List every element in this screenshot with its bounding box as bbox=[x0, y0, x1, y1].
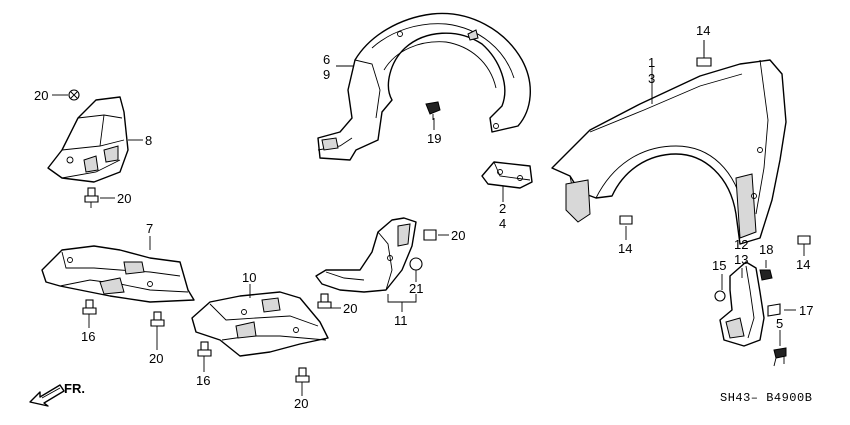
bolt-20-under-10 bbox=[295, 367, 310, 383]
part-7-splash-shield bbox=[41, 245, 195, 303]
callout-5: 5 bbox=[776, 316, 783, 331]
screw-5 bbox=[773, 347, 787, 367]
bolt-14-right bbox=[797, 235, 811, 245]
callout-11: 11 bbox=[394, 313, 408, 328]
bolt-14-mid bbox=[619, 215, 633, 225]
callout-1: 1 bbox=[648, 55, 655, 70]
callout-8: 8 bbox=[145, 133, 152, 148]
part-8-bracket bbox=[47, 96, 129, 183]
bolt-16-left bbox=[82, 299, 97, 315]
part-6-9-fender-liner bbox=[317, 12, 531, 161]
clip-19 bbox=[425, 101, 441, 120]
part-11-bracket bbox=[315, 217, 417, 293]
callout-13: 13 bbox=[734, 252, 748, 267]
callout-14: 14 bbox=[696, 23, 710, 38]
callout-20: 20 bbox=[343, 301, 357, 316]
callout-20: 20 bbox=[294, 396, 308, 411]
callout-16: 16 bbox=[196, 373, 210, 388]
callout-4: 4 bbox=[499, 216, 506, 231]
callout-18: 18 bbox=[759, 242, 773, 257]
direction-label: FR. bbox=[64, 381, 85, 396]
callout-19: 19 bbox=[427, 131, 441, 146]
clip-17 bbox=[767, 303, 781, 317]
bolt-16-center bbox=[197, 341, 212, 357]
callout-17: 17 bbox=[799, 303, 813, 318]
callout-14: 14 bbox=[796, 257, 810, 272]
front-direction-arrow: FR. bbox=[29, 381, 85, 407]
callout-9: 9 bbox=[323, 67, 330, 82]
callout-labels: 20 8 20 6 9 19 1 3 14 2 4 14 7 16 20 10 … bbox=[34, 23, 813, 411]
bolt-20-top bbox=[68, 89, 80, 101]
callout-21: 21 bbox=[409, 281, 423, 296]
nut-18 bbox=[759, 269, 773, 281]
callout-2: 2 bbox=[499, 201, 506, 216]
clip-21 bbox=[409, 257, 423, 276]
bolt-20-under-7 bbox=[150, 311, 165, 327]
part-1-3-front-fender bbox=[551, 59, 787, 245]
callout-12: 12 bbox=[734, 237, 748, 252]
callout-16: 16 bbox=[81, 329, 95, 344]
callout-20: 20 bbox=[451, 228, 465, 243]
part-10-splash-shield bbox=[191, 291, 329, 357]
callout-20: 20 bbox=[117, 191, 131, 206]
callout-3: 3 bbox=[648, 71, 655, 86]
clip-15 bbox=[714, 290, 726, 302]
bolt-20-left-of-11 bbox=[317, 293, 332, 309]
leader-lines bbox=[52, 40, 805, 396]
diagram-code: SH43– B4900B bbox=[720, 391, 812, 405]
callout-7: 7 bbox=[146, 221, 153, 236]
bolt-20-right-of-11 bbox=[423, 229, 437, 241]
callout-6: 6 bbox=[323, 52, 330, 67]
part-2-4-bracket bbox=[481, 161, 533, 189]
bolt-20-under-8 bbox=[84, 187, 99, 208]
callout-20: 20 bbox=[149, 351, 163, 366]
part-12-13-mudguard bbox=[719, 261, 765, 347]
callout-10: 10 bbox=[242, 270, 256, 285]
callout-15: 15 bbox=[712, 258, 726, 273]
callout-20: 20 bbox=[34, 88, 48, 103]
callout-14: 14 bbox=[618, 241, 632, 256]
